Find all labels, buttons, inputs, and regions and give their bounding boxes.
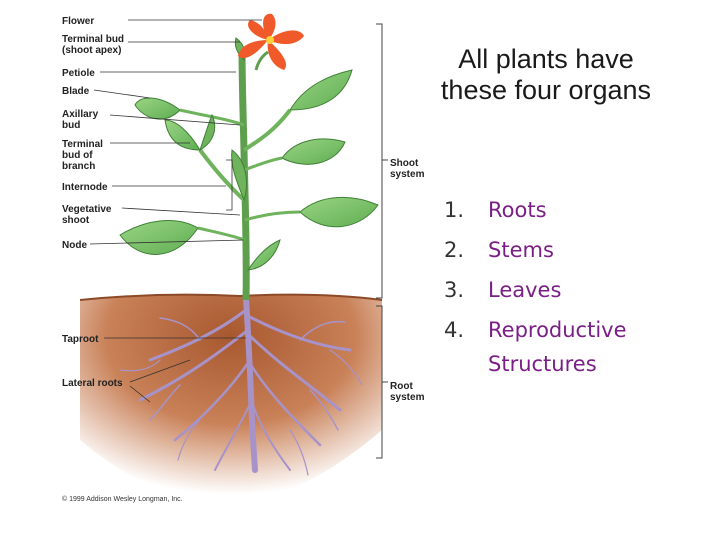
flower-drawing: [238, 13, 304, 71]
list-item-label: Roots: [488, 198, 547, 222]
label-node: Node: [62, 240, 87, 251]
copyright-notice: © 1999 Addison Wesley Longman, Inc.: [62, 495, 183, 503]
list-item: 4. Reproductive Structures: [444, 313, 704, 381]
label-taproot: Taproot: [62, 334, 99, 345]
list-number: 3.: [444, 278, 465, 302]
label-shoot-apex: (shoot apex): [62, 45, 121, 56]
label-blade: Blade: [62, 86, 90, 97]
label-branch: branch: [62, 161, 95, 172]
label-petiole: Petiole: [62, 68, 95, 79]
organ-list: 1. Roots 2. Stems 3. Leaves 4. Reproductive …: [444, 193, 704, 387]
label-root-system-2: system: [390, 392, 425, 403]
soil: [79, 293, 383, 505]
label-vegetative: Vegetative: [62, 204, 112, 215]
label-flower: Flower: [62, 16, 94, 27]
list-item: 1. Roots: [444, 193, 704, 227]
plant-diagram: Flower Terminal bud (shoot apex) Petiole…: [62, 13, 425, 505]
label-terminal: Terminal: [62, 139, 103, 150]
list-item: 2. Stems: [444, 233, 704, 267]
list-number: 4.: [444, 318, 465, 342]
label-internode: Internode: [62, 182, 108, 193]
label-axillary-bud: bud: [62, 120, 80, 131]
label-lateral-roots: Lateral roots: [62, 378, 123, 389]
list-item-label: Leaves: [488, 278, 562, 302]
leaves: [119, 37, 379, 271]
list-number: 2.: [444, 238, 465, 262]
root-system-bracket: [376, 305, 388, 459]
label-bud-of: bud of: [62, 150, 93, 161]
label-shoot-system: Shoot: [390, 158, 419, 169]
root-system-drawing: [119, 295, 363, 476]
list-number: 1.: [444, 198, 465, 222]
shoot-system-bracket: [376, 23, 388, 299]
list-item-label: Stems: [488, 238, 554, 262]
list-item-label: Reproductive Structures: [488, 318, 627, 376]
label-axillary: Axillary: [62, 109, 99, 120]
slide-title: All plants have these four organs: [440, 44, 652, 105]
label-shoot: shoot: [62, 215, 90, 226]
label-root-system: Root: [390, 381, 413, 392]
label-terminal-bud: Terminal bud: [62, 34, 124, 45]
list-item: 3. Leaves: [444, 273, 704, 307]
leader-lines: [89, 19, 262, 403]
stem: [179, 47, 301, 301]
label-shoot-system-2: system: [390, 169, 425, 180]
